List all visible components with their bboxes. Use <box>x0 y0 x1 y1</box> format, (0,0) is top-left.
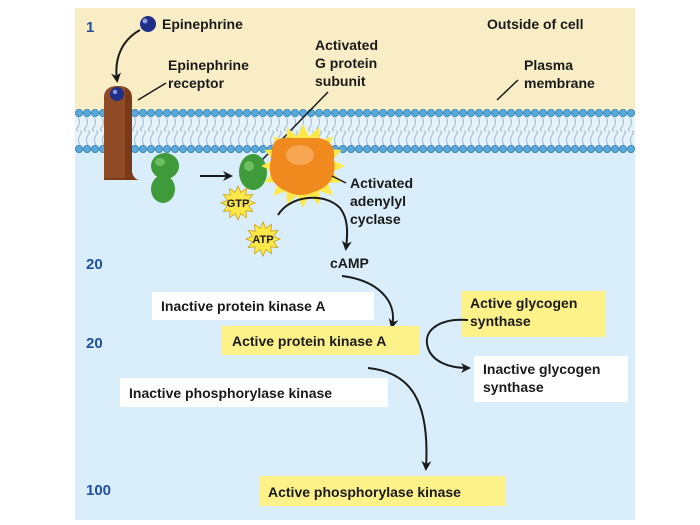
membrane-label-line1: Plasma <box>524 57 573 73</box>
outside-of-cell-label: Outside of cell <box>487 16 583 32</box>
inactive-phk-label: Inactive phosphorylase kinase <box>129 385 332 401</box>
inactive-gs-label-line2: synthase <box>483 379 544 395</box>
camp-label: cAMP <box>330 255 369 271</box>
epinephrine-molecule-icon <box>140 16 156 32</box>
activated-gprotein-icon <box>239 154 267 190</box>
extracellular-region <box>75 8 635 110</box>
gprotein-label-line1: Activated <box>315 37 378 53</box>
plasma-membrane <box>75 109 636 153</box>
epinephrine-label: Epinephrine <box>162 16 243 32</box>
active-glycogen-synthase-box: Active glycogen synthase <box>461 291 605 337</box>
inactive-gs-label-line1: Inactive glycogen <box>483 361 600 377</box>
receptor-label-line1: Epinephrine <box>168 57 249 73</box>
phosphorylase-kinase-activation-arrow <box>367 367 432 471</box>
active-gs-label-line2: synthase <box>470 313 531 329</box>
cyclase-leader-line <box>331 175 347 184</box>
membrane-leader-line <box>496 79 519 101</box>
cyclase-label-line1: Activated <box>350 175 413 191</box>
gprotein-label-line2: G protein <box>315 55 377 71</box>
atp-starburst-icon: ATP <box>245 221 281 257</box>
binding-arrow <box>111 29 141 83</box>
atp-to-camp-arrow <box>277 196 352 251</box>
cyclase-label-line3: cyclase <box>350 211 401 227</box>
active-gs-label-line1: Active glycogen <box>470 295 577 311</box>
gprotein-label-line3: subunit <box>315 73 366 89</box>
epinephrine-receptor-icon <box>104 86 140 180</box>
inactive-glycogen-synthase-box: Inactive glycogen synthase <box>474 356 628 402</box>
cyclase-label-line2: adenylyl <box>350 193 406 209</box>
receptor-label-line2: receptor <box>168 75 225 91</box>
amplification-number-3: 20 <box>86 335 103 352</box>
inactive-pka-label: Inactive protein kinase A <box>161 298 325 314</box>
glycogen-synthase-inactivation-arrow <box>425 318 471 373</box>
pka-activation-arrow <box>341 275 399 329</box>
atp-label: ATP <box>252 234 273 246</box>
gtp-label: GTP <box>227 198 250 210</box>
active-pka-box: Active protein kinase A <box>222 326 420 355</box>
inactive-gprotein-icon <box>151 153 179 203</box>
active-pka-label: Active protein kinase A <box>232 333 386 349</box>
amplification-number-4: 100 <box>86 482 111 499</box>
adenylyl-cyclase-icon <box>261 124 345 208</box>
receptor-leader-line <box>137 82 167 101</box>
gtp-starburst-icon: GTP <box>220 185 256 221</box>
active-phosphorylase-kinase-box: Active phosphorylase kinase <box>260 476 506 506</box>
amplification-number-1: 1 <box>86 19 94 36</box>
inactive-pka-box: Inactive protein kinase A <box>152 292 374 320</box>
membrane-label-line2: membrane <box>524 75 595 91</box>
amplification-number-2: 20 <box>86 256 103 273</box>
inactive-phosphorylase-kinase-box: Inactive phosphorylase kinase <box>120 378 388 407</box>
active-phk-label: Active phosphorylase kinase <box>268 484 461 500</box>
